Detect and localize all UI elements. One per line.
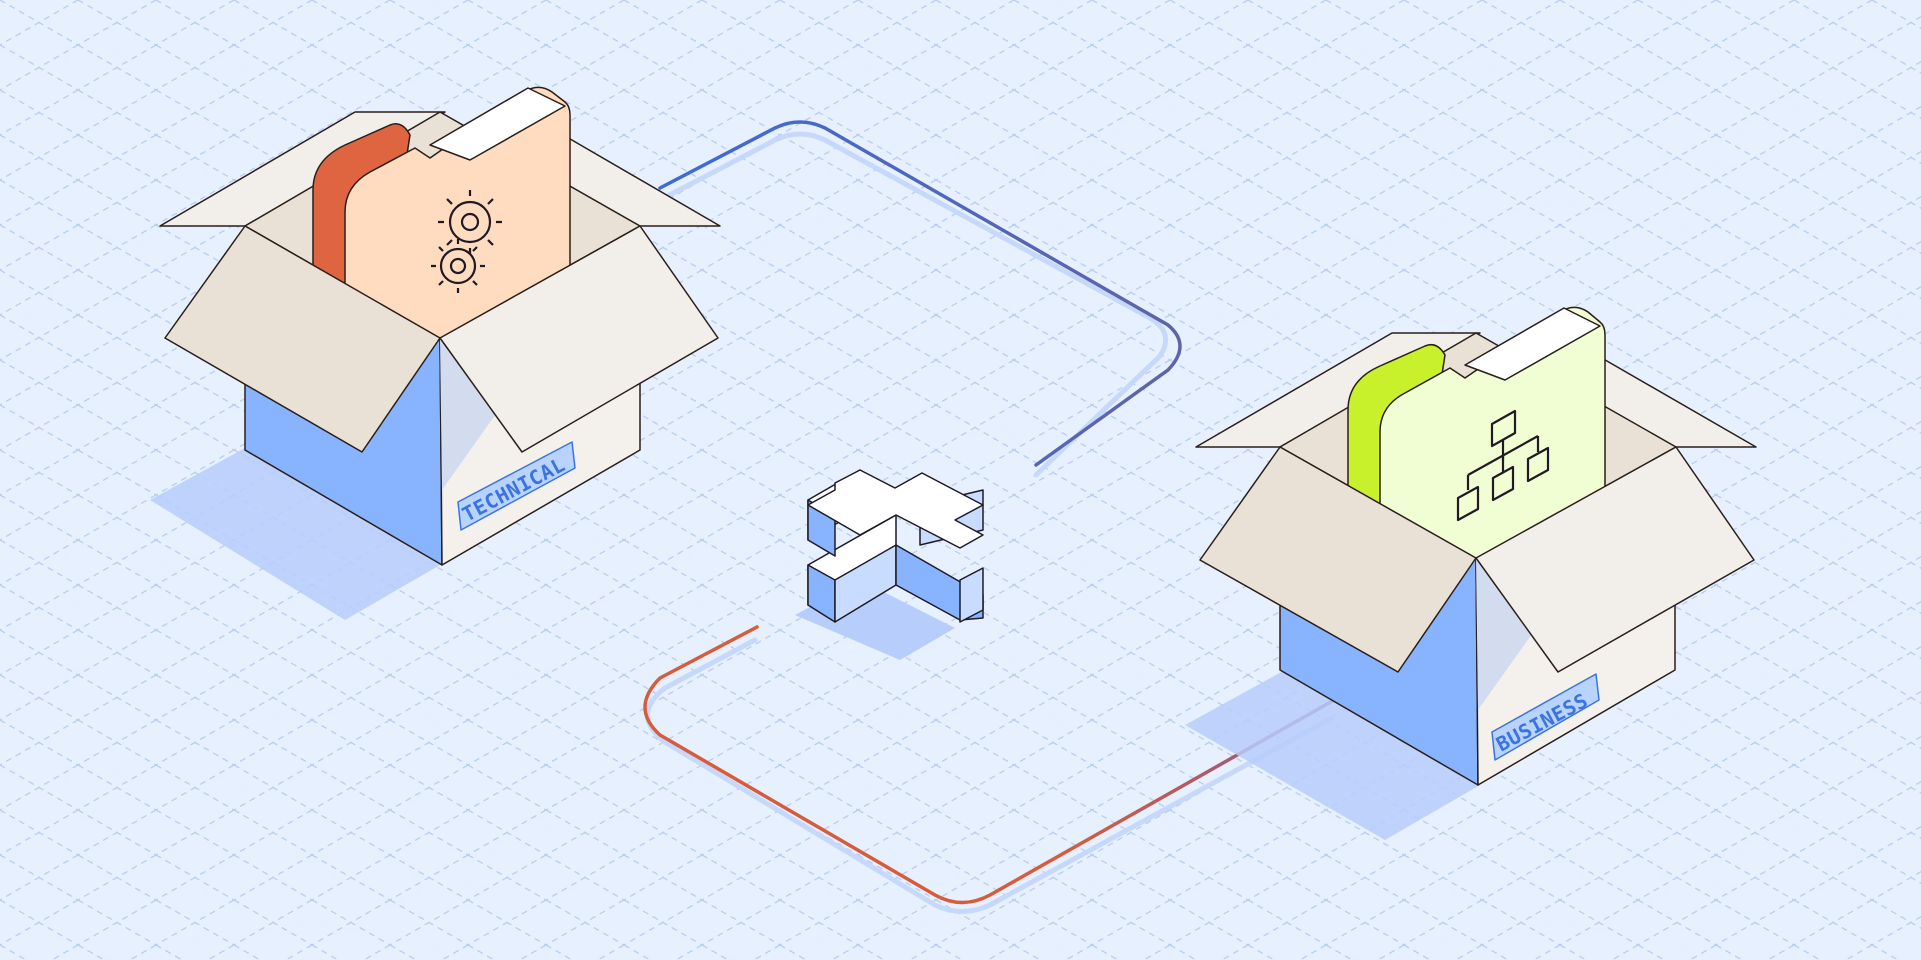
- gear-icon: [431, 190, 502, 293]
- business-box-shadow: [1185, 670, 1480, 840]
- top-connector-line: [658, 120, 1182, 467]
- technical-box: TECHNICAL: [150, 86, 721, 620]
- technical-front-flap-right: [439, 225, 719, 453]
- technical-folder-tab-top: [429, 87, 566, 161]
- bottom-connector-shadow: [645, 637, 1335, 914]
- connector-lines: [643, 120, 1338, 914]
- top-connector-shadow: [657, 131, 1169, 478]
- business-folder-tab-top: [1464, 307, 1601, 381]
- business-front-flap-left: [1199, 446, 1477, 673]
- technical-front-flap-left: [164, 225, 441, 453]
- plus-icon: [795, 469, 984, 660]
- business-front-flap-right: [1475, 446, 1755, 673]
- business-box: BUSINESS: [1185, 306, 1757, 840]
- org-chart-icon: [1456, 409, 1550, 522]
- plus-top-face: [807, 469, 984, 549]
- bottom-connector-line: [643, 625, 1338, 905]
- technical-box-shadow: [150, 448, 440, 620]
